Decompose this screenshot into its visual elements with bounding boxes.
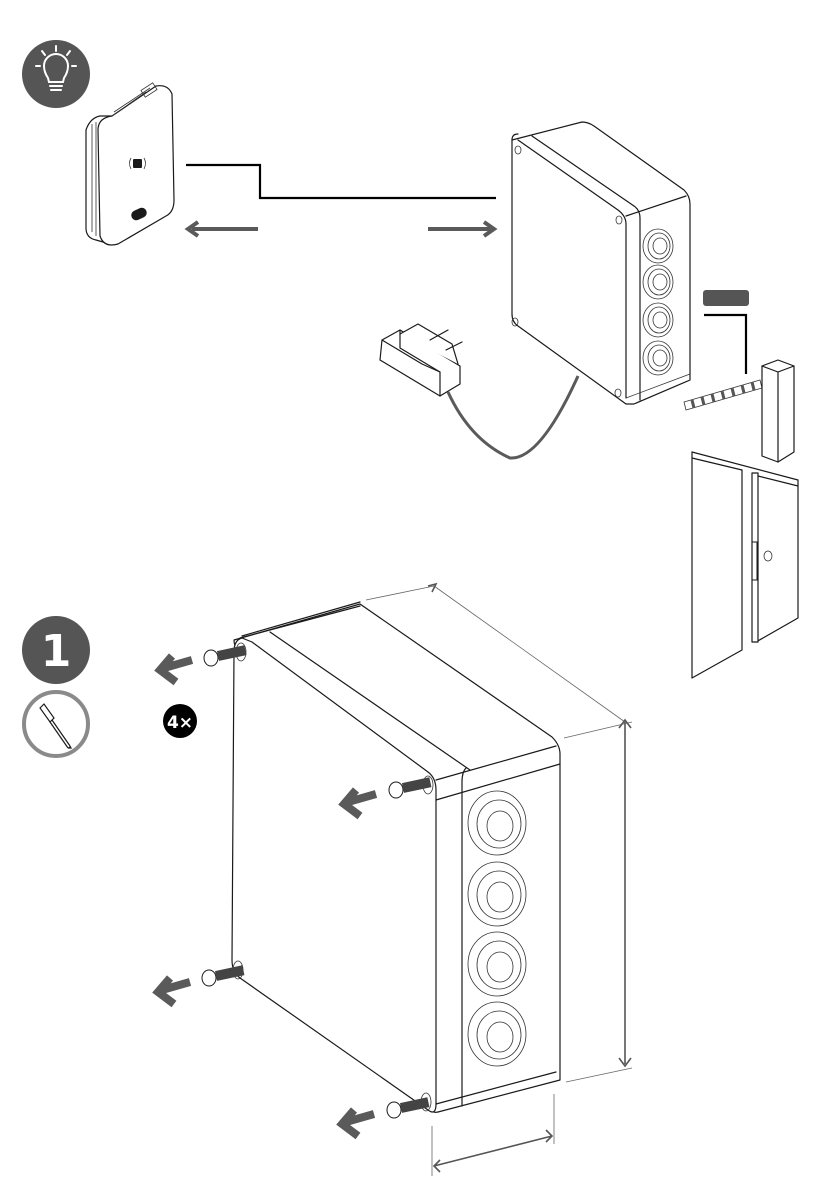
- quantity-label: 4×: [167, 713, 193, 733]
- power-cable: [448, 376, 578, 458]
- controller-box: [512, 122, 690, 404]
- arrow-left-icon: [158, 978, 190, 1004]
- screw-bottom-left: [202, 965, 244, 986]
- arrow-left-icon: [160, 656, 192, 682]
- arrow-left-icon: [342, 1110, 374, 1136]
- connection-line-controller-barrier: [704, 315, 746, 374]
- label-tag: [703, 290, 749, 306]
- enclosure-large: [232, 602, 560, 1112]
- arrow-left-icon: [188, 222, 258, 236]
- tip-badge: [22, 40, 90, 108]
- reader-device: [86, 83, 174, 245]
- door: [692, 452, 798, 678]
- arrow-right-icon: [428, 222, 494, 236]
- dimension-height: [566, 720, 632, 1082]
- connection-line-reader-controller: [186, 165, 496, 198]
- quantity-badge: 4×: [163, 704, 197, 738]
- screw-bottom-right: [387, 1097, 429, 1118]
- barrier-gate: [684, 360, 794, 462]
- power-adapter: [380, 324, 462, 396]
- step-badge: 1: [22, 616, 90, 684]
- tool-badge: [24, 692, 88, 756]
- step-number: 1: [41, 626, 72, 677]
